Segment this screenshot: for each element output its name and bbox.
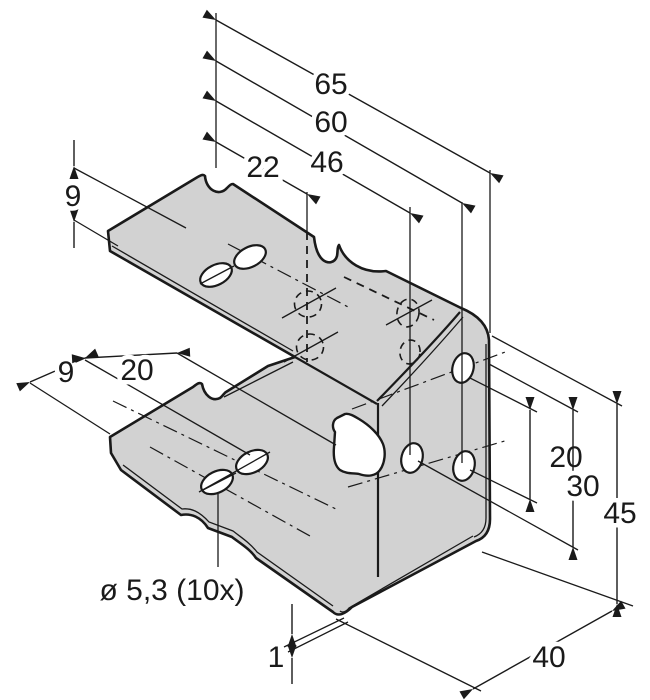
ext-thickness-line-a — [283, 617, 345, 648]
hidden-hole-2 — [295, 333, 325, 361]
bracket-body — [106, 173, 509, 616]
bend-fold-inner — [381, 316, 464, 407]
ext-thickness-line-b — [287, 621, 349, 653]
dim-9-top-label: 9 — [65, 180, 82, 213]
ext-30-bottom — [417, 460, 579, 551]
hidden-hole-3 — [396, 298, 420, 328]
hidden-hole-1 — [293, 290, 323, 318]
hole-flange-top — [451, 352, 475, 384]
ext-9-upper-line-a — [73, 167, 187, 229]
dim-9-left-label: 9 — [58, 356, 75, 389]
thickness-line-wedge — [223, 361, 294, 398]
dim-40-label: 40 — [532, 641, 565, 674]
dim-46-label: 46 — [310, 146, 343, 179]
dim-20-left-label: 20 — [120, 354, 153, 387]
ext-40-left — [335, 618, 482, 692]
dimensions: 65 60 46 22 9 9 20 20 — [16, 9, 641, 700]
dim-45: 45 — [599, 391, 641, 617]
hidden-edge — [343, 276, 435, 321]
hole-bottom-centermarks — [198, 451, 271, 493]
hole-callout-label: ø 5,3 (10x) — [99, 574, 244, 607]
dim-30: 30 — [562, 397, 604, 560]
hole-top-centermark — [199, 265, 235, 285]
dim-65-label: 65 — [314, 68, 347, 101]
thickness-line-flange-right — [473, 344, 487, 538]
thickness-line-bottom-front — [122, 464, 334, 607]
ext-9-upper-line-b — [73, 219, 119, 247]
dim-40: 40 — [459, 600, 626, 700]
dim-45-label: 45 — [603, 497, 636, 530]
bracket-silhouette — [106, 173, 492, 616]
plate-cutout — [331, 412, 386, 477]
dim-30-label: 30 — [566, 470, 599, 503]
dim-9-top: 9 — [60, 140, 86, 248]
centerline-bottom-row-back — [112, 400, 339, 511]
hidden-hole-4 — [399, 339, 421, 365]
bend-fold-outer — [376, 311, 461, 402]
ext-left-column-back — [84, 359, 251, 456]
dim-9-left: 9 — [16, 348, 99, 394]
centerline-top-row — [227, 243, 353, 310]
dim-20-left: 20 — [71, 347, 191, 392]
hole-flange-bottom-right — [452, 450, 476, 482]
hole-callout: ø 5,3 (10x) — [95, 570, 249, 612]
top-plate-front-edge — [294, 356, 378, 405]
ext-30-top — [488, 363, 579, 413]
ext-left-corner — [29, 382, 111, 435]
dim-22-label: 22 — [246, 151, 279, 184]
centerline-bottom-row-front — [149, 446, 311, 537]
hidden-hole-centermarks — [281, 287, 433, 363]
hole-top-plate-back — [233, 244, 267, 270]
ext-left-column-next — [176, 352, 337, 446]
dim-60-label: 60 — [314, 106, 347, 139]
thickness-line-bottom-end — [339, 535, 474, 613]
dim-1-thickness: 1 — [263, 604, 297, 684]
hole-flange-bottom-left — [400, 442, 424, 474]
thickness-line-top-tab — [111, 245, 294, 352]
ext-45-top — [491, 335, 623, 407]
dim-22: 22 — [202, 131, 321, 205]
dim-1-label: 1 — [268, 641, 285, 674]
ext-45-bottom — [481, 551, 634, 607]
